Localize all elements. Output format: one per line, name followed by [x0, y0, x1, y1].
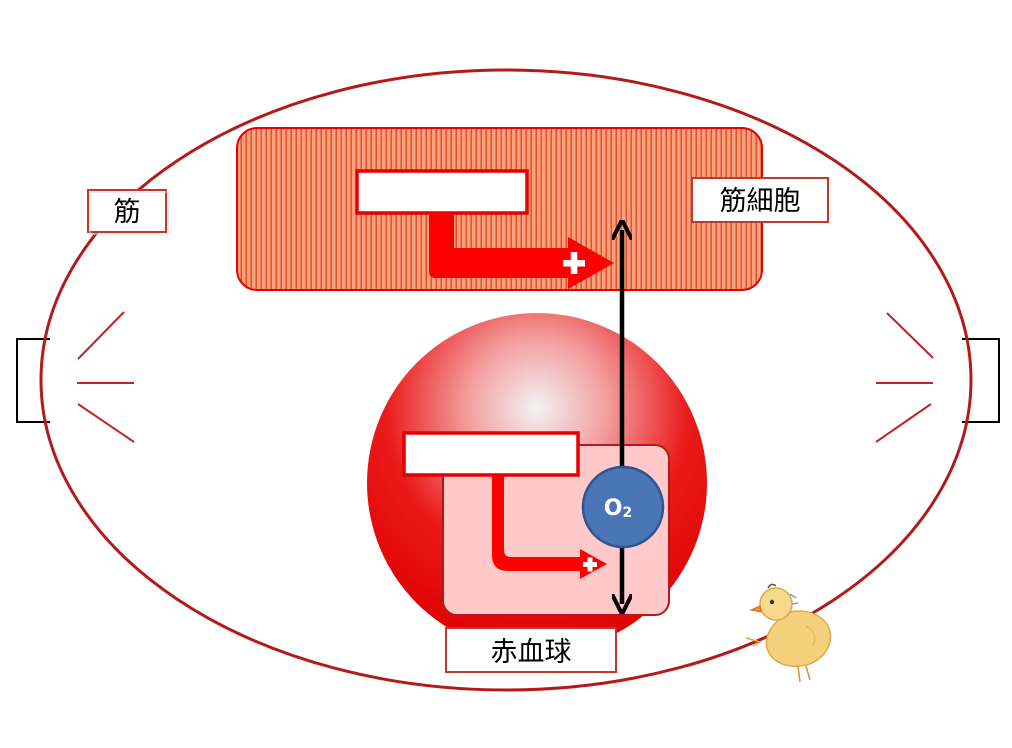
muscle-cell-activation-arrow — [429, 213, 614, 289]
svg-text:O2: O2 — [604, 496, 632, 521]
left-tendon-bracket — [16, 338, 50, 423]
plus-icon — [583, 557, 597, 572]
muscle-cell-blank-box[interactable] — [355, 169, 529, 215]
right-motion-lines — [875, 312, 934, 443]
oxygen-subscript: 2 — [622, 505, 632, 521]
muscle-outline — [39, 68, 973, 692]
red-blood-cell-activation-arrow — [492, 475, 607, 579]
chick-illustration — [745, 583, 832, 683]
muscle-cell-label-text: 筋細胞 — [720, 186, 801, 217]
left-motion-lines — [77, 311, 135, 443]
oxygen-molecule: O2 — [581, 465, 665, 549]
muscle-label: 筋 — [87, 189, 169, 235]
muscle-cell-label: 筋細胞 — [691, 177, 829, 223]
muscle-label-text: 筋 — [114, 197, 141, 228]
oxygen-label: O — [604, 496, 623, 521]
red-blood-cell-blank-box[interactable] — [402, 431, 580, 477]
red-blood-cell-label-text: 赤血球 — [491, 637, 572, 668]
red-blood-cell-label: 赤血球 — [445, 627, 617, 673]
plus-icon — [563, 252, 585, 274]
